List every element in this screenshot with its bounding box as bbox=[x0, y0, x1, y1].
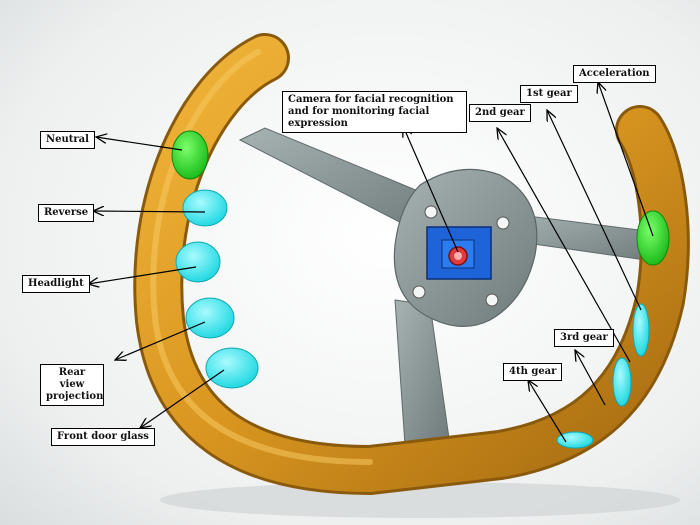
label-neutral: Neutral bbox=[40, 131, 95, 149]
acceleration-button bbox=[636, 210, 670, 266]
label-reverse: Reverse bbox=[38, 204, 95, 222]
arrow-acceleration bbox=[598, 82, 654, 237]
hub-bolt-holes bbox=[412, 205, 510, 307]
steering-rim bbox=[133, 33, 690, 495]
arrow-gear1 bbox=[547, 110, 642, 311]
arrow-gear2 bbox=[497, 128, 631, 363]
neutral-button bbox=[171, 130, 209, 180]
right-cyan-buttons bbox=[556, 303, 650, 449]
label-rear-view: Rear view projection bbox=[40, 364, 104, 406]
leader-arrows bbox=[88, 82, 654, 443]
label-acceleration: Acceleration bbox=[573, 65, 656, 83]
label-headlight: Headlight bbox=[22, 275, 90, 293]
label-gear3: 3rd gear bbox=[554, 329, 614, 347]
label-gear4: 4th gear bbox=[503, 363, 563, 381]
arrow-headlight bbox=[88, 266, 197, 284]
arrow-reverse bbox=[93, 211, 206, 212]
arrow-front-door bbox=[140, 369, 225, 428]
label-camera: Camera for facial recognition and for mo… bbox=[282, 91, 467, 133]
label-gear2: 2nd gear bbox=[469, 104, 531, 122]
camera-module bbox=[426, 226, 492, 280]
left-cyan-buttons bbox=[175, 189, 259, 389]
arrow-gear3 bbox=[575, 350, 606, 406]
arrow-camera bbox=[403, 126, 459, 253]
label-front-door: Front door glass bbox=[51, 428, 155, 446]
label-gear1: 1st gear bbox=[520, 85, 578, 103]
floor-shadow bbox=[160, 482, 680, 518]
arrow-gear4 bbox=[528, 380, 567, 443]
arrow-neutral bbox=[96, 137, 183, 151]
arrow-rear-view bbox=[115, 321, 206, 360]
